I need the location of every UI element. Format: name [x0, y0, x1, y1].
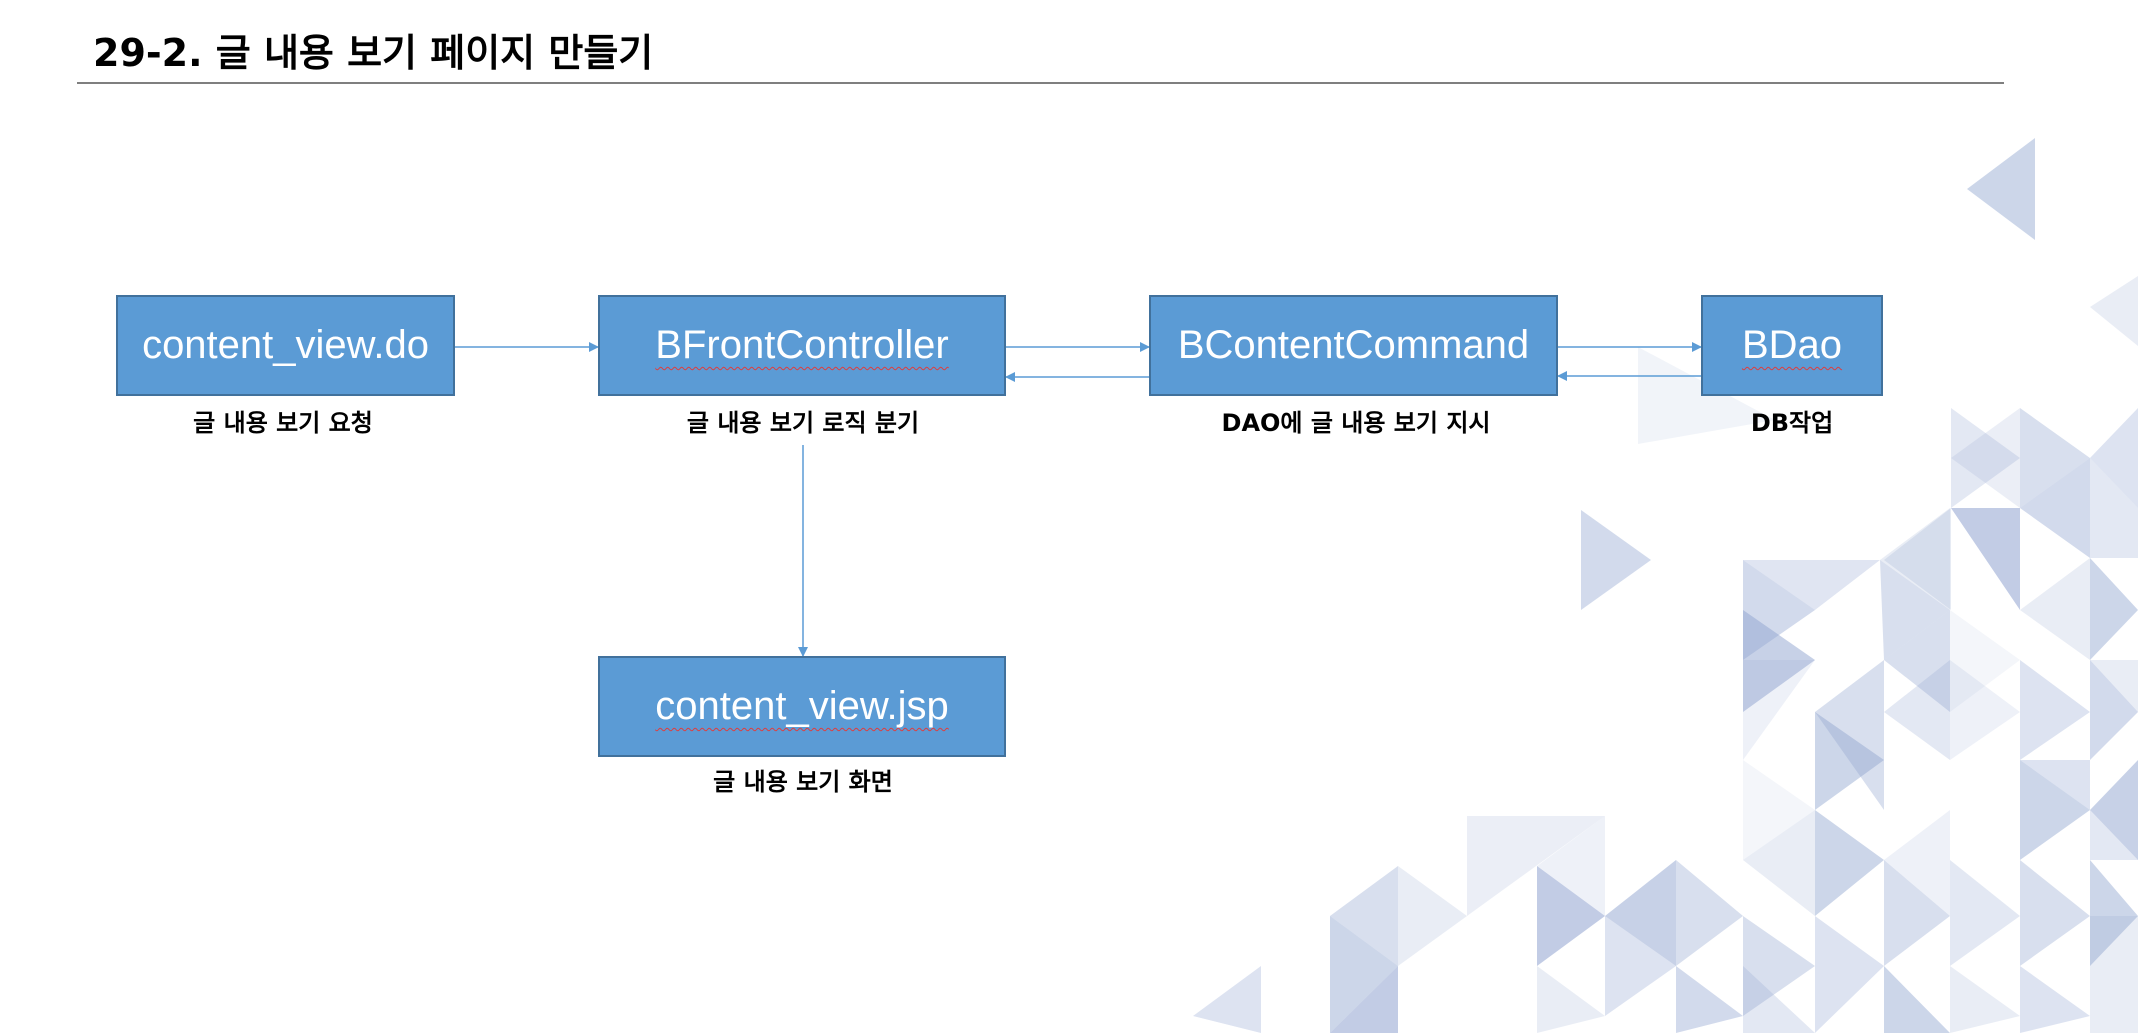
decor-triangle	[1950, 660, 2020, 760]
decor-triangle	[1815, 810, 1884, 916]
node-caption: DB작업	[1750, 409, 1834, 437]
decor-triangle	[1743, 560, 1815, 660]
decor-triangle	[1743, 660, 1815, 760]
decor-triangle	[2090, 660, 2138, 760]
decor-triangle	[1815, 916, 1884, 1033]
decor-triangle	[1581, 510, 1651, 610]
decor-triangle	[1951, 408, 2020, 508]
decor-triangle	[1398, 866, 1467, 966]
decor-triangle	[1884, 966, 1950, 1033]
node-bdao: BDao	[1701, 295, 1883, 396]
decor-triangle	[1880, 508, 1950, 610]
decor-triangle	[2090, 458, 2138, 558]
node-bcontentcommand: BContentCommand	[1149, 295, 1558, 396]
title-divider	[77, 82, 2004, 84]
node-content-view-do: content_view.do	[116, 295, 455, 396]
decor-triangle	[2020, 408, 2090, 508]
decor-triangle	[1743, 760, 1815, 860]
decor-triangle	[1193, 966, 1261, 1033]
decor-triangle	[1605, 860, 1676, 966]
decor-triangle	[1951, 408, 2020, 508]
node-label: BFrontController	[655, 323, 949, 367]
decor-triangle	[2090, 408, 2138, 508]
decor-triangle	[2090, 860, 2138, 966]
decor-triangle	[1743, 966, 1815, 1033]
node-caption: 글 내용 보기 로직 분기	[686, 409, 920, 437]
decor-triangle	[1743, 560, 1880, 610]
decor-triangle	[1676, 966, 1743, 1033]
node-caption: 글 내용 보기 화면	[713, 768, 893, 796]
decor-triangle	[1815, 660, 1884, 810]
decor-triangle	[1884, 610, 1950, 712]
decor-triangle	[1743, 610, 1815, 712]
node-bfrontcontroller: BFrontController	[598, 295, 1006, 396]
decor-triangle	[1884, 860, 1950, 966]
decor-triangle	[2090, 810, 2138, 860]
decor-triangle	[1330, 916, 1398, 1033]
decor-triangle	[1967, 138, 2035, 240]
decor-triangle	[1884, 508, 1951, 610]
decor-triangle	[1884, 810, 1950, 916]
decor-triangle	[2090, 760, 2138, 860]
slide-title: 29-2. 글 내용 보기 페이지 만들기	[93, 31, 654, 75]
decor-triangle	[2020, 860, 2090, 966]
decor-triangle	[1467, 816, 1605, 916]
decor-triangle	[1676, 860, 1743, 966]
decor-triangle	[1950, 966, 2020, 1033]
decor-triangle	[1537, 816, 1605, 916]
decor-triangle	[2020, 558, 2090, 660]
decor-triangle	[1330, 866, 1398, 966]
decor-triangle	[2020, 458, 2090, 558]
decor-triangle	[1950, 860, 2020, 966]
decor-triangle	[1743, 916, 1815, 1016]
decor-triangle	[1605, 916, 1676, 1016]
decor-triangle	[2090, 276, 2138, 346]
decor-triangle	[2090, 660, 2138, 712]
node-caption: DAO에 글 내용 보기 지시	[1221, 409, 1491, 437]
node-label: BDao	[1741, 323, 1843, 367]
decor-triangle	[2090, 916, 2138, 1033]
decor-triangle	[2020, 760, 2090, 810]
decor-triangle	[1880, 560, 1950, 660]
decor-triangle	[1951, 508, 2020, 610]
node-label: content_view.jsp	[655, 684, 949, 728]
decor-triangle	[1884, 660, 1950, 760]
decor-triangle	[1950, 610, 2020, 712]
node-content-view-jsp: content_view.jsp	[598, 656, 1006, 757]
decor-triangle	[1815, 712, 1884, 810]
decor-triangle	[1330, 966, 1398, 1033]
decor-triangle	[2020, 760, 2090, 860]
node-caption: 글 내용 보기 요청	[193, 409, 373, 437]
decor-triangle	[2020, 660, 2090, 760]
decor-triangle	[1743, 810, 1815, 916]
decor-triangle	[1537, 966, 1605, 1033]
node-label: BContentCommand	[1177, 323, 1530, 367]
decor-triangle	[2090, 558, 2138, 660]
decor-triangle	[1537, 866, 1605, 966]
node-label: content_view.do	[142, 323, 429, 367]
decor-triangle	[2020, 966, 2090, 1033]
